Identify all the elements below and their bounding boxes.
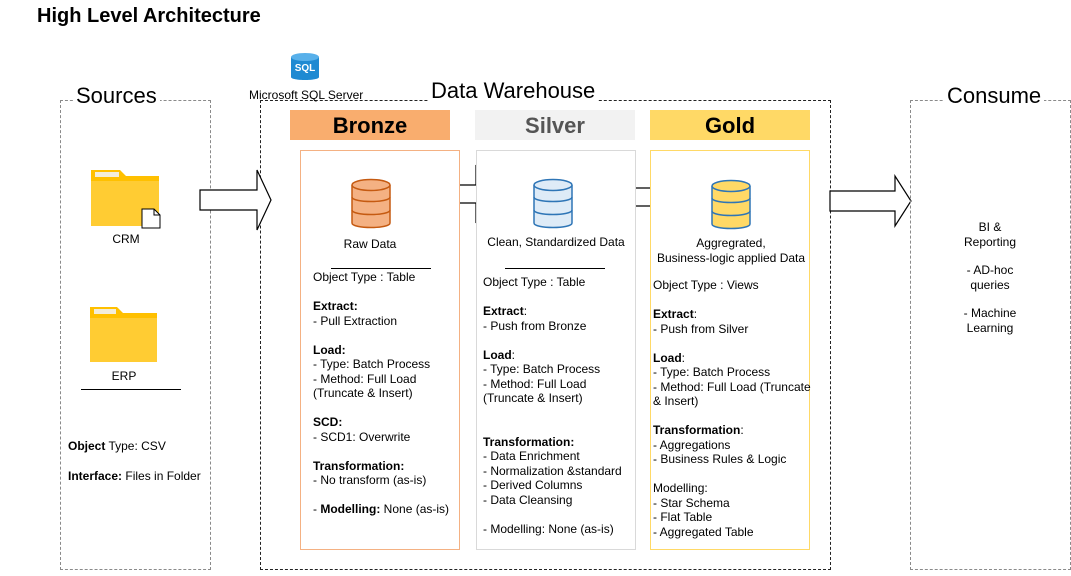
- bronze-extract-heading: Extract:: [313, 299, 358, 313]
- gold-load-item: & Insert): [653, 394, 699, 408]
- silver-transformation-item: - Data Cleansing: [483, 492, 573, 507]
- bronze-details: Object Type : Table Extract: - Pull Extr…: [313, 270, 449, 517]
- consume-item: queries: [970, 277, 1010, 292]
- sources-interface-key: Interface:: [68, 469, 123, 483]
- bronze-extract-item: - Pull Extraction: [313, 313, 398, 328]
- gold-load-heading-text: Load: [653, 350, 682, 365]
- gold-load-heading: Load:: [653, 351, 811, 366]
- sql-server-label: Microsoft SQL Server: [249, 88, 364, 102]
- bronze-divider: [331, 268, 431, 269]
- sources-object-type-value: Type: CSV: [105, 439, 166, 453]
- gold-details: Object Type : Views Extract: - Push from…: [653, 278, 811, 539]
- silver-transformation-item: - Derived Columns: [483, 478, 583, 492]
- gold-extract-heading: Extract:: [653, 307, 811, 322]
- gold-description: Aggregrated, Business-logic applied Data: [650, 236, 812, 265]
- gold-header: Gold: [650, 110, 810, 140]
- gold-load-item: - Method: Full Load (Truncate: [653, 379, 811, 394]
- silver-transformation-heading: Transformation:: [483, 434, 575, 449]
- gold-transformation-heading-colon: :: [740, 423, 744, 437]
- consume-item: BI &: [978, 220, 1002, 234]
- arrow-gold-to-consume-icon: [829, 174, 912, 228]
- gold-modelling-item: - Star Schema: [653, 495, 730, 510]
- arrow-sources-to-bronze-icon: [199, 169, 272, 231]
- gold-transformation-item: - Business Rules & Logic: [653, 452, 787, 466]
- crm-folder-icon: [91, 170, 161, 229]
- bronze-modelling-key: Modelling:: [320, 502, 381, 516]
- bronze-load-item: - Type: Batch Process: [313, 357, 431, 371]
- bronze-modelling: - Modelling: None (as-is): [313, 502, 449, 517]
- gold-modelling-item: - Flat Table: [653, 510, 713, 524]
- silver-details: Object Type : Table Extract: - Push from…: [483, 275, 622, 536]
- silver-extract-heading-text: Extract: [483, 304, 524, 318]
- bronze-object-type: Object Type : Table: [313, 270, 416, 284]
- bronze-load-item: (Truncate & Insert): [313, 386, 413, 400]
- gold-modelling-item: - Aggregated Table: [653, 524, 754, 539]
- silver-object-type: Object Type : Table: [483, 275, 586, 289]
- silver-extract-heading-colon: :: [523, 304, 528, 318]
- sources-object-type-key: Object: [68, 439, 106, 453]
- silver-divider: [505, 268, 605, 269]
- silver-transformation-item: - Data Enrichment: [483, 449, 580, 463]
- bronze-modelling-prefix: -: [313, 502, 321, 516]
- gold-load-heading-colon: :: [681, 350, 686, 365]
- bronze-load-heading: Load:: [313, 342, 346, 357]
- crm-label: CRM: [112, 232, 140, 246]
- gold-description-line: Aggregrated,: [696, 236, 766, 250]
- sql-server-icon: [291, 53, 319, 80]
- consume-item: - Machine: [963, 306, 1017, 320]
- bronze-transformation-heading: Transformation:: [313, 458, 405, 473]
- gold-transformation-item: - Aggregations: [653, 437, 731, 452]
- consume-item: Learning: [966, 320, 1014, 335]
- sources-object-type: Object Type: CSV: [68, 439, 166, 454]
- bronze-description: Raw Data: [343, 237, 397, 251]
- sources-interface-value: Files in Folder: [122, 469, 201, 483]
- silver-load-item: (Truncate & Insert): [483, 391, 583, 405]
- bronze-modelling-value: None (as-is): [380, 502, 450, 516]
- consume-spacer: [930, 292, 1050, 306]
- silver-load-heading: Load:: [483, 348, 622, 363]
- bronze-scd-heading: SCD:: [313, 415, 343, 429]
- consume-item: - AD-hoc: [966, 263, 1014, 277]
- data-warehouse-label: Data Warehouse: [428, 79, 599, 103]
- silver-transformation-item: - Normalization &standard: [483, 463, 622, 478]
- gold-object-type: Object Type : Views: [653, 278, 759, 292]
- silver-extract-item: - Push from Bronze: [483, 318, 587, 333]
- sources-label: Sources: [73, 84, 160, 108]
- gold-modelling-heading: Modelling:: [653, 481, 708, 495]
- silver-header: Silver: [475, 110, 635, 140]
- silver-description: Clean, Standardized Data: [487, 235, 625, 249]
- page-title: High Level Architecture: [37, 5, 261, 27]
- erp-folder-icon: [90, 307, 157, 362]
- bronze-header: Bronze: [290, 110, 450, 140]
- gold-extract-item: - Push from Silver: [653, 321, 749, 336]
- silver-load-heading-text: Load: [483, 347, 512, 362]
- silver-extract-heading: Extract:: [483, 304, 622, 319]
- sources-divider: [81, 389, 181, 390]
- gold-extract-heading-text: Extract: [653, 307, 694, 321]
- gold-load-item: - Type: Batch Process: [653, 365, 771, 379]
- bronze-database-icon: [351, 178, 391, 229]
- sql-icon-text: SQL: [294, 63, 316, 74]
- consume-item: Reporting: [963, 234, 1017, 249]
- consume-items: BI & Reporting - AD-hoc queries - Machin…: [930, 220, 1050, 335]
- silver-database-icon: [533, 178, 573, 229]
- gold-transformation-heading-text: Transformation: [653, 423, 741, 437]
- bronze-scd-item: - SCD1: Overwrite: [313, 429, 411, 444]
- silver-load-item: - Type: Batch Process: [483, 362, 601, 376]
- silver-modelling: - Modelling: None (as-is): [483, 521, 614, 536]
- gold-transformation-heading: Transformation:: [653, 423, 811, 438]
- bronze-transformation-item: - No transform (as-is): [313, 473, 427, 487]
- bronze-load-item: - Method: Full Load: [313, 371, 417, 386]
- gold-extract-heading-colon: :: [693, 307, 698, 321]
- erp-label: ERP: [111, 369, 137, 383]
- silver-load-item: - Method: Full Load: [483, 376, 587, 391]
- sources-interface: Interface: Files in Folder: [68, 469, 201, 484]
- silver-spacer: [483, 406, 622, 435]
- consume-container: [910, 100, 1071, 570]
- gold-database-icon: [711, 179, 751, 230]
- consume-spacer: [930, 249, 1050, 263]
- gold-description-line: Business-logic applied Data: [656, 250, 806, 265]
- consume-label: Consume: [944, 84, 1045, 108]
- silver-load-heading-colon: :: [511, 347, 516, 362]
